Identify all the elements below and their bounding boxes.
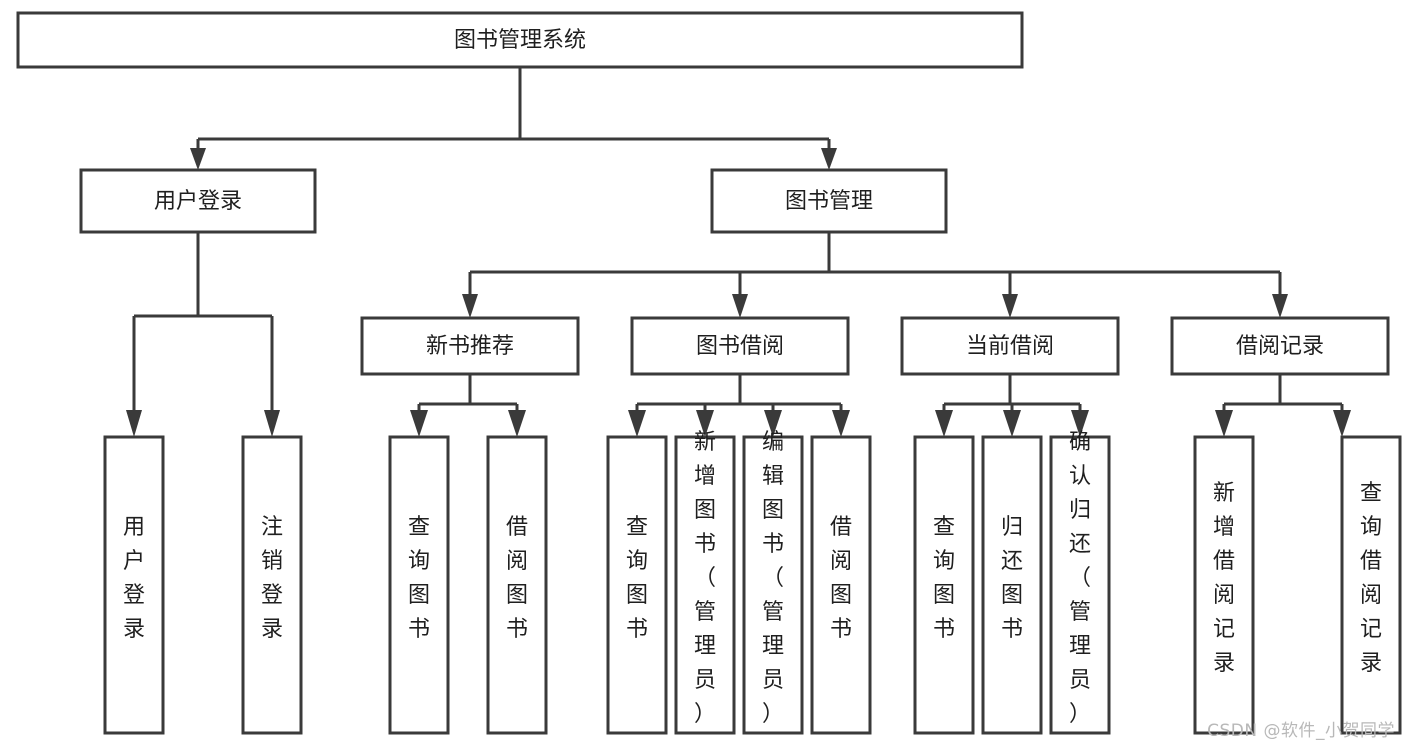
node-book-borrow-label: 图书借阅 <box>696 334 784 359</box>
node-leaf-edit-book-box[interactable] <box>742 435 804 735</box>
node-leaf-edit-book-label: 编辑图书（管理员） <box>762 430 784 727</box>
node-leaf-borrow-book-1-box[interactable] <box>486 435 548 735</box>
arrowhead-leaf-add-book <box>696 410 714 437</box>
edges-layer <box>126 67 1351 437</box>
node-leaf-query-book-2[interactable]: 查询图书 <box>606 435 668 735</box>
arrowhead-current-borrow <box>1002 294 1018 318</box>
node-new-book-rec-label: 新书推荐 <box>426 334 514 359</box>
nodes-layer: 图书管理系统 用户登录 图书管理 新书推荐 图书借阅 当前 <box>16 11 1402 735</box>
node-root-box[interactable] <box>16 11 1024 69</box>
node-leaf-add-record-box[interactable] <box>1193 435 1255 735</box>
node-leaf-add-record[interactable]: 新增借阅记录 <box>1193 435 1255 735</box>
node-leaf-add-book-box[interactable] <box>674 435 736 735</box>
node-leaf-query-book-2-label: 查询图书 <box>626 515 648 642</box>
node-leaf-edit-book[interactable]: 编辑图书（管理员） <box>742 430 804 735</box>
node-root[interactable]: 图书管理系统 <box>16 11 1024 69</box>
node-user-login-label: 用户登录 <box>154 189 242 214</box>
node-book-manage-label: 图书管理 <box>785 189 873 214</box>
node-leaf-return-book-label: 归还图书 <box>1001 515 1023 642</box>
node-leaf-logout-box[interactable] <box>241 435 303 735</box>
arrowhead-borrow-record <box>1272 294 1288 318</box>
arrowhead-leaf-logout <box>264 410 280 437</box>
node-leaf-return-book[interactable]: 归还图书 <box>981 435 1043 735</box>
node-leaf-query-book-1-box[interactable] <box>388 435 450 735</box>
node-leaf-confirm-return[interactable]: 确认归还（管理员） <box>1049 430 1111 735</box>
arrowhead-leaf-query-book-2 <box>628 410 646 437</box>
node-leaf-return-book-box[interactable] <box>981 435 1043 735</box>
arrowhead-leaf-user-login <box>126 410 142 437</box>
arrowhead-leaf-borrow-book-2 <box>832 410 850 437</box>
node-leaf-query-record-label: 查询借阅记录 <box>1360 481 1382 676</box>
node-leaf-user-login-label: 用户登录 <box>123 515 145 642</box>
arrowhead-leaf-query-record <box>1333 410 1351 437</box>
node-new-book-rec[interactable]: 新书推荐 <box>360 316 580 376</box>
node-current-borrow[interactable]: 当前借阅 <box>900 316 1120 376</box>
node-leaf-add-book-label: 新增图书（管理员） <box>694 430 716 727</box>
node-leaf-query-book-3-label: 查询图书 <box>933 515 955 642</box>
node-leaf-query-book-1-label: 查询图书 <box>408 515 430 642</box>
arrowhead-leaf-add-record <box>1215 410 1233 437</box>
arrowhead-leaf-return-book <box>1003 410 1021 437</box>
node-leaf-user-login[interactable]: 用户登录 <box>103 435 165 735</box>
arrowhead-leaf-confirm-return <box>1071 410 1089 437</box>
node-borrow-record[interactable]: 借阅记录 <box>1170 316 1390 376</box>
node-leaf-logout[interactable]: 注销登录 <box>241 435 303 735</box>
node-leaf-query-book-1[interactable]: 查询图书 <box>388 435 450 735</box>
node-leaf-borrow-book-2-box[interactable] <box>810 435 872 735</box>
node-leaf-query-record-box[interactable] <box>1340 435 1402 735</box>
node-current-borrow-label: 当前借阅 <box>966 334 1054 359</box>
node-leaf-add-record-label: 新增借阅记录 <box>1213 481 1235 676</box>
node-book-borrow[interactable]: 图书借阅 <box>630 316 850 376</box>
node-leaf-add-book[interactable]: 新增图书（管理员） <box>674 430 736 735</box>
node-leaf-borrow-book-2-label: 借阅图书 <box>830 515 852 642</box>
node-user-login[interactable]: 用户登录 <box>79 168 317 234</box>
node-current-borrow-box[interactable] <box>900 316 1120 376</box>
arrowhead-user-login <box>190 148 206 170</box>
arrowhead-leaf-borrow-book-1 <box>508 410 526 437</box>
arrowhead-leaf-query-book-3 <box>935 410 953 437</box>
arrowhead-leaf-query-book-1 <box>410 410 428 437</box>
node-leaf-confirm-return-label: 确认归还（管理员） <box>1069 430 1091 727</box>
node-leaf-query-book-3-box[interactable] <box>913 435 975 735</box>
node-book-borrow-box[interactable] <box>630 316 850 376</box>
arrowhead-book-borrow <box>732 294 748 318</box>
arrowhead-leaf-edit-book <box>764 410 782 437</box>
node-user-login-box[interactable] <box>79 168 317 234</box>
node-leaf-query-book-2-box[interactable] <box>606 435 668 735</box>
node-root-label: 图书管理系统 <box>454 28 586 53</box>
node-leaf-query-record[interactable]: 查询借阅记录 <box>1340 435 1402 735</box>
node-leaf-query-book-3[interactable]: 查询图书 <box>913 435 975 735</box>
node-leaf-user-login-box[interactable] <box>103 435 165 735</box>
arrowhead-new-book-rec <box>462 294 478 318</box>
node-leaf-borrow-book-2[interactable]: 借阅图书 <box>810 435 872 735</box>
node-borrow-record-label: 借阅记录 <box>1236 334 1324 359</box>
node-leaf-borrow-book-1[interactable]: 借阅图书 <box>486 435 548 735</box>
node-borrow-record-box[interactable] <box>1170 316 1390 376</box>
node-book-manage-box[interactable] <box>710 168 948 234</box>
node-book-manage[interactable]: 图书管理 <box>710 168 948 234</box>
node-leaf-borrow-book-1-label: 借阅图书 <box>506 515 528 642</box>
csdn-watermark: CSDN @软件_小贺同学 <box>1207 721 1395 741</box>
node-leaf-confirm-return-box[interactable] <box>1049 435 1111 735</box>
node-leaf-logout-label: 注销登录 <box>261 515 283 642</box>
arrowhead-book-manage <box>821 148 837 170</box>
node-new-book-rec-box[interactable] <box>360 316 580 376</box>
